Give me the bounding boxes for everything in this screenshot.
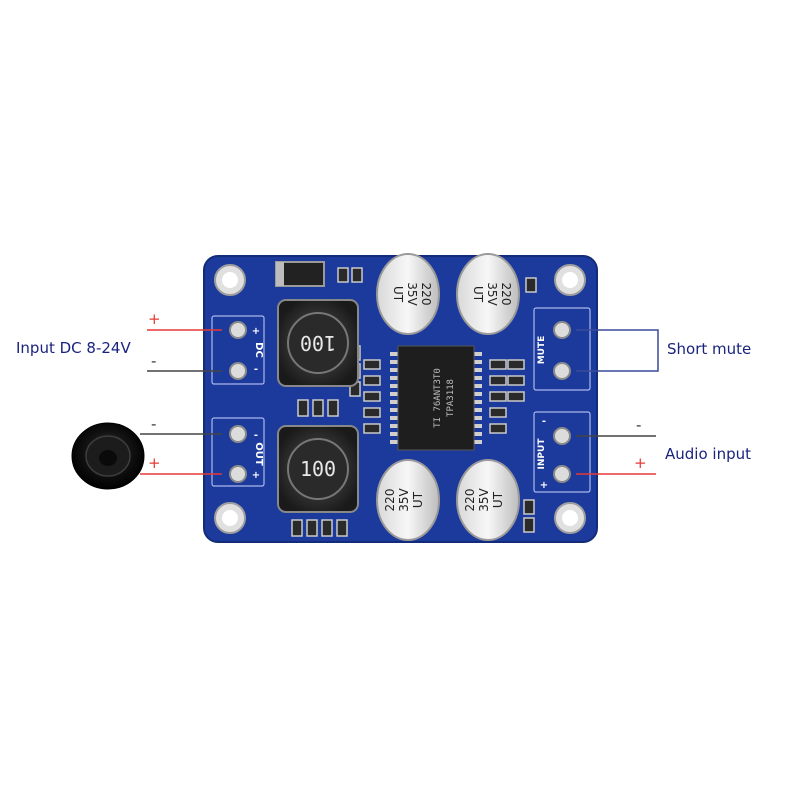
silk-input-label: INPUT — [537, 438, 547, 470]
silk-mute-label: MUTE — [537, 336, 547, 365]
cap-series: UT — [391, 286, 405, 303]
chip-marking-line1: TI 76ANT3T0 — [433, 368, 443, 428]
capacitor-top-right: 220 35V UT — [456, 253, 520, 335]
inductor-marking: 100 — [300, 331, 336, 355]
callout-input-dc: Input DC 8-24V — [16, 339, 131, 357]
silk-out-label: OUT — [253, 442, 264, 466]
chip-marking-line2: TPA3118 — [446, 379, 456, 417]
capacitor-bottom-left: 220 35V UT — [376, 459, 440, 541]
inductor-bottom: 100 — [277, 425, 359, 513]
cap-voltage: 35V — [405, 282, 419, 306]
pad-out-minus — [229, 425, 247, 443]
silkscreen-outlines — [211, 307, 591, 493]
inductor-top: 100 — [277, 299, 359, 387]
cap-series: UT — [491, 491, 505, 508]
cap-voltage: 35V — [477, 487, 491, 511]
silkscreen-labels: DC + - OUT - + MUTE INPUT - + — [252, 326, 548, 491]
cap-series: UT — [471, 286, 485, 303]
capacitor-bottom-right: 220 35V UT — [456, 459, 520, 541]
pad-out-plus — [229, 465, 247, 483]
wires — [140, 329, 659, 475]
terminal-pads — [229, 321, 571, 483]
cap-value: 220 — [383, 489, 397, 512]
smd-components — [291, 267, 537, 537]
pad-dc-plus — [229, 321, 247, 339]
sign-dc-minus: - — [151, 352, 157, 370]
sign-dc-plus: + — [148, 310, 161, 328]
cap-voltage: 35V — [485, 282, 499, 306]
sign-out-plus: + — [148, 454, 161, 472]
pad-input-minus — [553, 427, 571, 445]
cap-voltage: 35V — [397, 487, 411, 511]
silk-out-plus: + — [252, 470, 260, 481]
cap-series: UT — [411, 491, 425, 508]
capacitor-top-left: 220 35V UT — [376, 253, 440, 335]
amplifier-chip: TI 76ANT3T0 TPA3118 — [390, 345, 482, 451]
silk-out-minus: - — [254, 430, 258, 441]
silk-input-minus: - — [542, 416, 546, 427]
sign-input-plus: + — [634, 454, 647, 472]
silk-dc-minus: - — [254, 364, 258, 375]
inductor-marking: 100 — [300, 457, 336, 481]
silk-input-plus: + — [540, 480, 548, 491]
callout-short-mute: Short mute — [667, 340, 752, 358]
pad-mute-2 — [553, 362, 571, 380]
callout-audio-input: Audio input — [665, 445, 751, 463]
silk-dc-label: DC — [253, 342, 264, 358]
mounting-holes — [214, 264, 586, 534]
speaker-icon — [71, 422, 145, 490]
pad-mute-1 — [553, 321, 571, 339]
sign-out-minus: - — [151, 415, 157, 433]
wire-mute-bracket — [576, 329, 659, 372]
sign-input-minus: - — [636, 416, 642, 434]
cap-value: 220 — [419, 283, 433, 306]
pad-input-plus — [553, 465, 571, 483]
silk-dc-plus: + — [252, 326, 260, 337]
cap-value: 220 — [499, 283, 513, 306]
cap-value: 220 — [463, 489, 477, 512]
pad-dc-minus — [229, 362, 247, 380]
